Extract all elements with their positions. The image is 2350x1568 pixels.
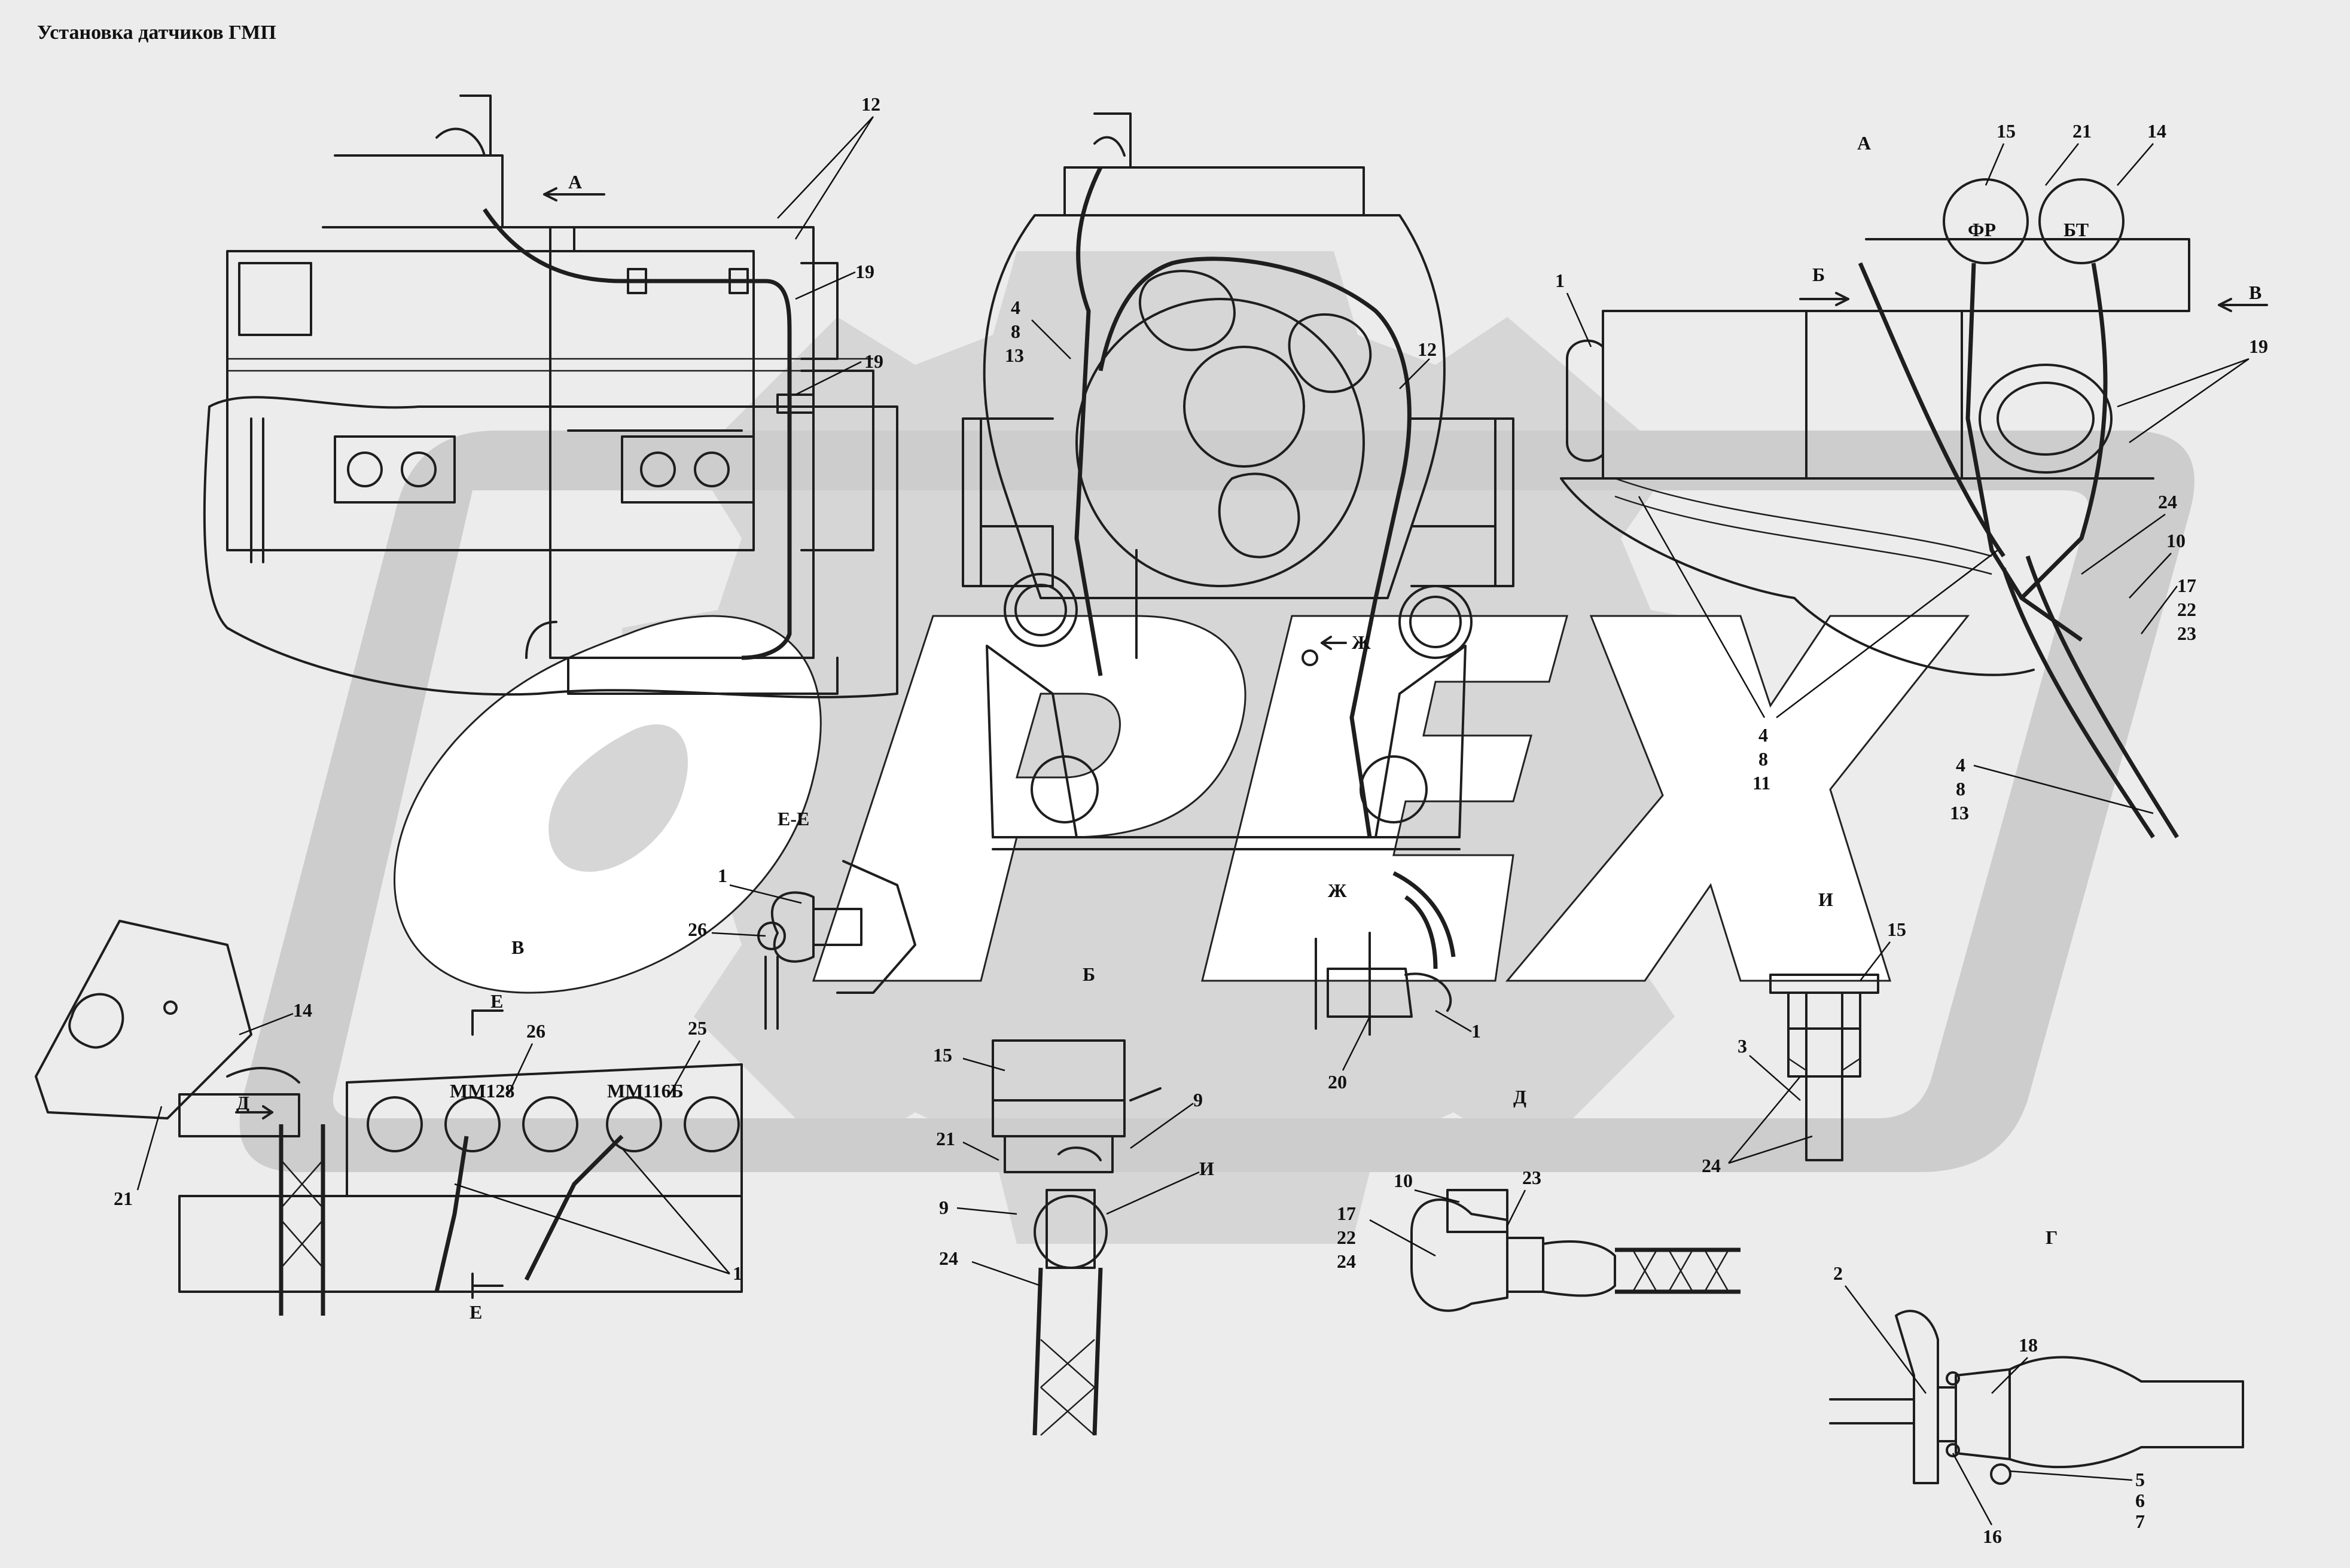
view-label-i: И xyxy=(1818,889,1833,910)
section-ee: Е-Е xyxy=(757,808,916,1030)
callout-9-b-bottom: 9 xyxy=(939,1197,949,1218)
view-label-v: В xyxy=(511,936,524,958)
view-label-d: Д xyxy=(1513,1086,1526,1108)
view-label-d-arrow: Д xyxy=(236,1092,249,1114)
callout-12-top: 12 xyxy=(861,93,880,115)
detail-i: И xyxy=(1769,889,1879,1161)
callout-1-zh: 1 xyxy=(1471,1020,1481,1042)
callout-17-d: 17 xyxy=(1337,1203,1356,1224)
callout-8-a: 8 xyxy=(1011,321,1020,342)
callout-10-d: 10 xyxy=(1394,1170,1413,1191)
callout-1-ee: 1 xyxy=(718,865,727,886)
callouts-d: 10 23 17 22 24 xyxy=(1337,1167,1541,1272)
callouts-view-a: 15 21 14 1 Б В 19 24 10 17 22 23 4 8 11 xyxy=(1555,120,2268,823)
callouts-i: 15 3 24 xyxy=(1702,919,1906,1176)
view-label-e-bottom: Е xyxy=(470,1301,482,1323)
callout-22-a: 22 xyxy=(2177,599,2196,620)
callout-1-a: 1 xyxy=(1555,270,1565,291)
view-label-e-top: Е xyxy=(490,990,503,1012)
callout-5-g: 5 xyxy=(2135,1469,2145,1490)
callout-19-a-right: 19 xyxy=(2249,335,2268,357)
callout-19-a: 19 xyxy=(855,261,874,282)
callout-8-c: 8 xyxy=(1956,778,1965,800)
view-v-detail: ММ128 ММ116Б xyxy=(35,920,743,1316)
callout-12-mid: 12 xyxy=(1418,338,1437,360)
callouts-view-b: 15 9 21 И 9 24 xyxy=(933,1044,1214,1287)
callout-4-a: 4 xyxy=(1011,297,1020,318)
callout-24-b: 24 xyxy=(939,1247,958,1269)
marking-mm116b: ММ116Б xyxy=(607,1080,684,1102)
callout-24-d: 24 xyxy=(1337,1250,1356,1272)
callouts-zh: 1 20 xyxy=(1328,1009,1481,1093)
callout-2-g: 2 xyxy=(1833,1262,1843,1284)
callout-16-g: 16 xyxy=(1983,1526,2002,1547)
drawing-title: Установка датчиков ГМП xyxy=(37,22,276,44)
callout-9-b-top: 9 xyxy=(1193,1089,1203,1111)
callout-19-b: 19 xyxy=(864,350,883,372)
callouts-top-left: 12 19 19 xyxy=(777,93,883,396)
view-b-detail xyxy=(992,1039,1162,1436)
callout-26-v: 26 xyxy=(526,1020,545,1042)
callouts-ee: 1 26 В Б xyxy=(511,865,1095,985)
callout-24-i: 24 xyxy=(1702,1155,1721,1176)
view-label-a-top: А xyxy=(568,171,582,193)
view-label-ee: Е-Е xyxy=(778,808,809,829)
callout-3-i: 3 xyxy=(1738,1035,1747,1057)
gearbox-side-view xyxy=(203,94,898,698)
callout-4-b: 4 xyxy=(1758,724,1768,746)
callout-23-d: 23 xyxy=(1522,1167,1541,1188)
detail-d: Д xyxy=(1410,1086,1741,1312)
callouts-top-middle: 4 8 13 12 Ж xyxy=(1005,297,1437,653)
callout-21-a: 21 xyxy=(2072,120,2092,142)
callout-7-g: 7 xyxy=(2135,1511,2145,1532)
marking-bt: БТ xyxy=(2064,219,2089,240)
callout-23-a: 23 xyxy=(2177,623,2196,644)
view-label-zh-arrow: Ж xyxy=(1352,632,1371,653)
view-label-a: А xyxy=(1857,132,1871,154)
callout-21-v: 21 xyxy=(114,1188,133,1209)
callout-15-a: 15 xyxy=(1997,120,2016,142)
callout-11-b: 11 xyxy=(1752,772,1770,794)
watermark-logo xyxy=(239,251,2194,1244)
callout-24-a: 24 xyxy=(2158,491,2177,513)
callout-i-b: И xyxy=(1199,1158,1214,1179)
view-arrow-a-top: А xyxy=(543,171,605,202)
callout-10-a: 10 xyxy=(2166,530,2186,551)
callouts-view-v: 14 Д 21 Е 26 25 1 Е xyxy=(114,990,742,1323)
callout-15-i: 15 xyxy=(1887,919,1906,940)
detail-g: Г xyxy=(1829,1227,2244,1485)
callout-21-b: 21 xyxy=(936,1128,955,1149)
marking-mm128: ММ128 xyxy=(450,1080,514,1102)
callout-6-g: 6 xyxy=(2135,1490,2145,1511)
marking-fr: ФР xyxy=(1968,219,1996,240)
callout-1-v: 1 xyxy=(733,1262,742,1284)
view-label-v-arrow: В xyxy=(2249,282,2261,303)
callout-17-a: 17 xyxy=(2177,575,2196,596)
view-label-b: Б xyxy=(1083,963,1095,985)
callout-14-a: 14 xyxy=(2147,120,2166,142)
callouts-g: 2 18 5 6 7 16 xyxy=(1833,1262,2145,1547)
callout-22-d: 22 xyxy=(1337,1227,1356,1248)
view-a-detail: А ФР БТ xyxy=(1560,132,2190,838)
callout-18-g: 18 xyxy=(2019,1334,2038,1356)
view-label-zh: Ж xyxy=(1328,880,1347,901)
callout-13-c: 13 xyxy=(1950,802,1969,823)
callout-20-zh: 20 xyxy=(1328,1071,1347,1093)
callout-8-b: 8 xyxy=(1758,748,1768,770)
callout-4-c: 4 xyxy=(1956,754,1965,776)
callout-26-ee: 26 xyxy=(688,919,707,940)
callout-25-v: 25 xyxy=(688,1017,707,1039)
detail-zh: Ж xyxy=(1315,871,1456,1036)
gearbox-front-view xyxy=(962,112,1514,850)
callout-13-a: 13 xyxy=(1005,344,1024,366)
callout-14-v: 14 xyxy=(293,999,312,1021)
view-label-g: Г xyxy=(2046,1227,2058,1248)
view-label-b-arrow: Б xyxy=(1812,264,1825,285)
callout-15-b: 15 xyxy=(933,1044,952,1066)
